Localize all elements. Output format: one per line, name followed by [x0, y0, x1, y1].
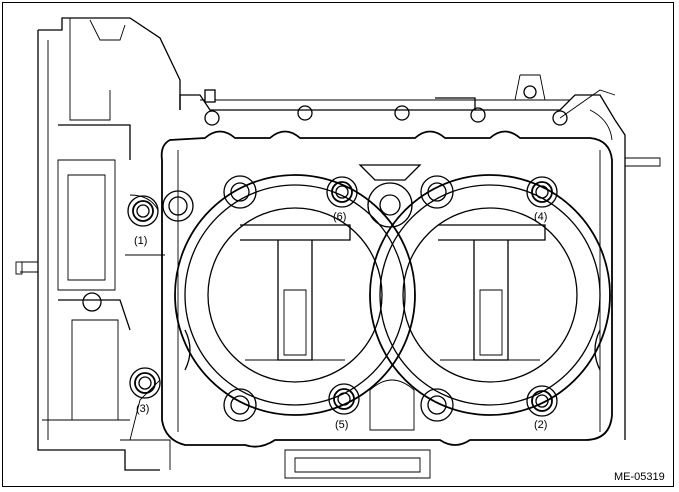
- bolt-label-2: (2): [534, 419, 547, 431]
- bolt-2: [526, 385, 558, 417]
- bolt-3: [129, 367, 161, 399]
- left-housing: [15, 17, 181, 471]
- bolt-holes: [127, 175, 558, 422]
- bolt-labels: (1) (2) (3) (4) (5) (6): [134, 211, 547, 431]
- bolt-5: [328, 383, 360, 415]
- deck-surface: [129, 130, 613, 479]
- bolt-label-6: (6): [333, 211, 346, 223]
- figure-id: ME-05319: [614, 471, 665, 483]
- bolt-1: [127, 195, 159, 227]
- bolt-label-1: (1): [134, 235, 147, 247]
- center-boss: [358, 164, 422, 431]
- bolt-label-4: (4): [534, 211, 547, 223]
- bolt-label-5: (5): [335, 419, 348, 431]
- bolt-label-3: (3): [136, 403, 149, 415]
- bolt-4: [526, 176, 558, 208]
- bolt-6: [326, 176, 358, 208]
- top-cam-area: [179, 74, 661, 440]
- cylinder-bores: [174, 174, 611, 416]
